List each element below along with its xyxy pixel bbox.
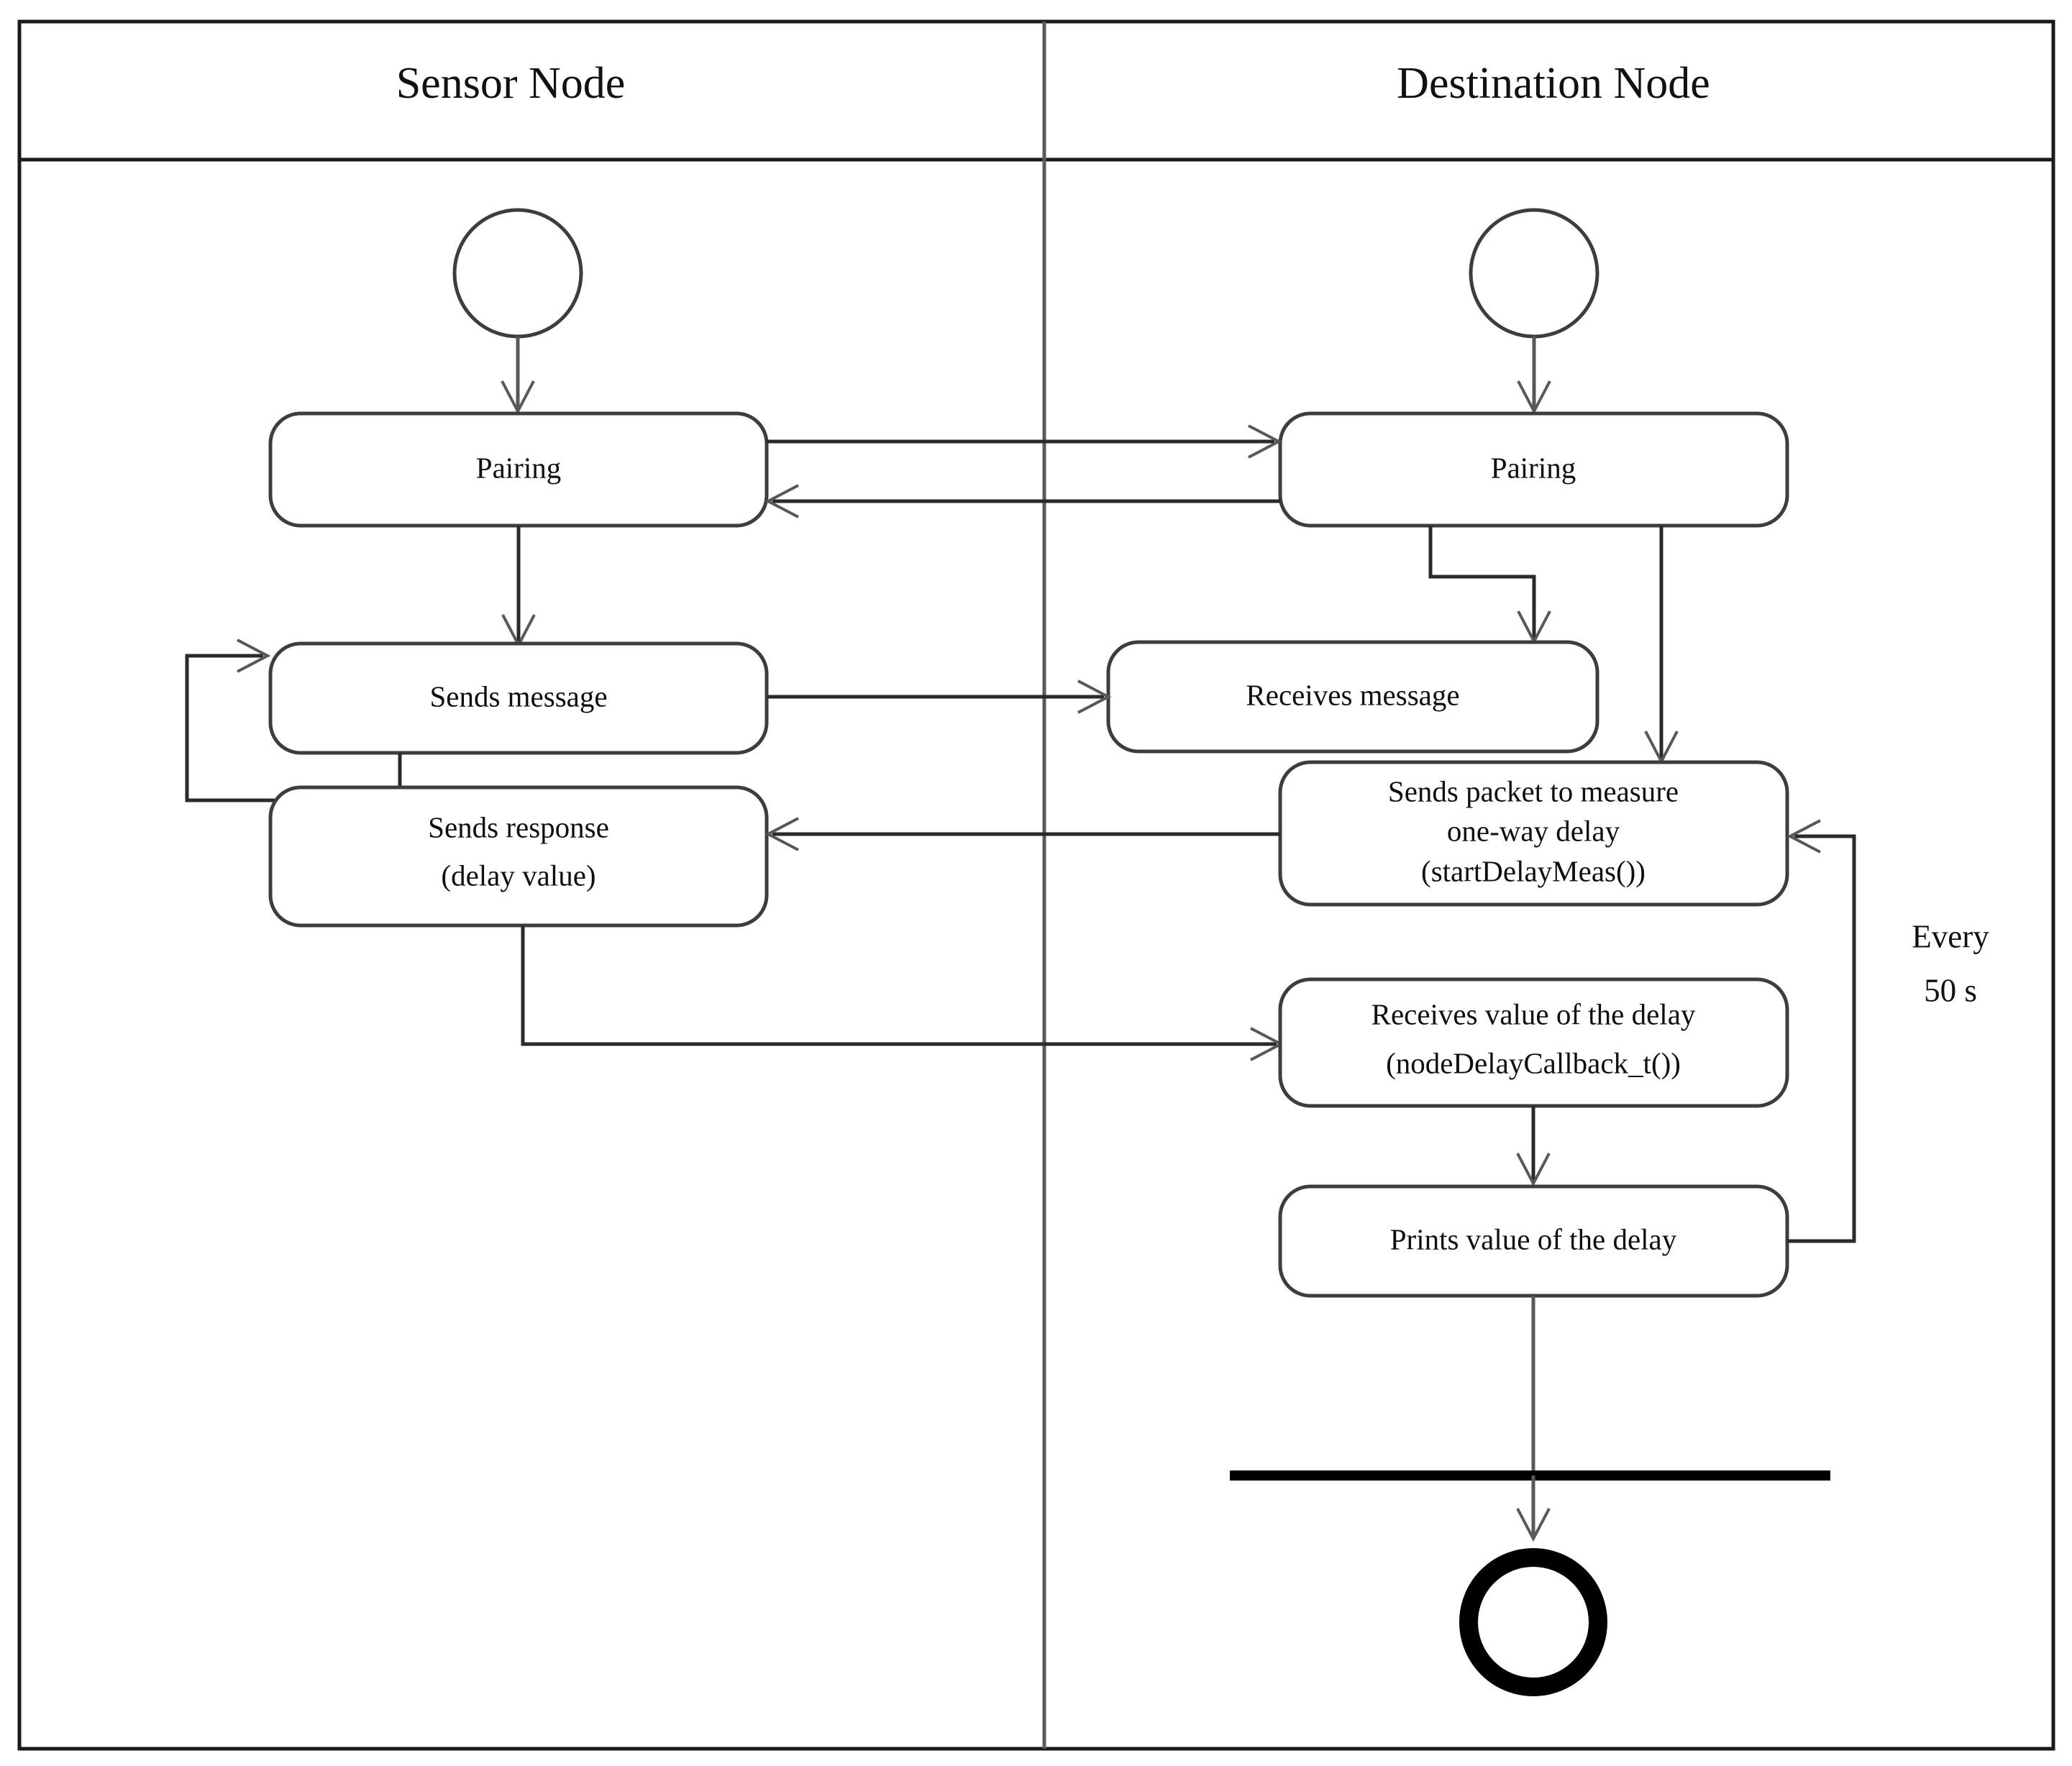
action-label-dest-sends-packet-line2: one-way delay: [1447, 814, 1620, 847]
flow-dest-pairing-to-receives-message: [1428, 526, 1536, 639]
action-label-dest-prints-value: Prints value of the delay: [1390, 1222, 1677, 1255]
arrowhead-down-icon: [1516, 1508, 1551, 1542]
loop-period-note-line2: 50 s: [1924, 972, 1977, 1008]
action-label-dest-sends-packet-line3: (startDelayMeas()): [1421, 854, 1646, 887]
arrowhead-right-icon: [237, 639, 271, 673]
action-label-dest-receives-message: Receives message: [1246, 678, 1459, 711]
arrowhead-down-icon: [501, 380, 535, 415]
swimlane-title-destination-node: Destination Node: [1397, 59, 1710, 108]
arrowhead-right-icon: [1248, 424, 1282, 459]
destination-final-node: [1459, 1548, 1607, 1696]
arrowhead-right-icon: [1077, 680, 1112, 714]
action-label-dest-receives-value-line1: Receives value of the delay: [1372, 997, 1696, 1030]
action-label-sensor-sends-message: Sends message: [429, 680, 607, 713]
flow-sensor-sends-message-self-loop: [185, 654, 402, 802]
action-label-sensor-sends-response-line2: (delay value): [441, 859, 595, 892]
sensor-initial-node: [452, 208, 583, 339]
loop-period-note-line1: Every: [1912, 918, 1989, 954]
diagram-frame: [17, 19, 2055, 1751]
action-label-sensor-sends-response-line1: Sends response: [428, 810, 609, 843]
action-label-dest-receives-value-line2: (nodeDelayCallback_t()): [1386, 1046, 1681, 1079]
action-label-sensor-pairing: Pairing: [476, 451, 561, 484]
action-sensor-sends-response[interactable]: [268, 785, 769, 928]
arrowhead-left-icon: [1786, 819, 1821, 854]
arrowhead-down-icon: [1517, 380, 1551, 415]
action-label-dest-pairing: Pairing: [1491, 451, 1576, 484]
swimlane-title-sensor-node: Sensor Node: [396, 59, 626, 108]
flow-dest-prints-value-loop-to-sends-packet: [1787, 834, 1856, 1243]
arrowhead-left-icon: [765, 817, 799, 851]
action-dest-pairing[interactable]: [1278, 411, 1789, 528]
action-label-dest-sends-packet-line1: Sends packet to measure: [1388, 774, 1679, 807]
destination-initial-node: [1469, 208, 1599, 339]
arrowhead-left-icon: [765, 484, 799, 518]
arrowhead-down-icon: [1516, 1153, 1551, 1187]
flow-sensor-response-to-dest-receives-value: [521, 925, 1277, 1046]
